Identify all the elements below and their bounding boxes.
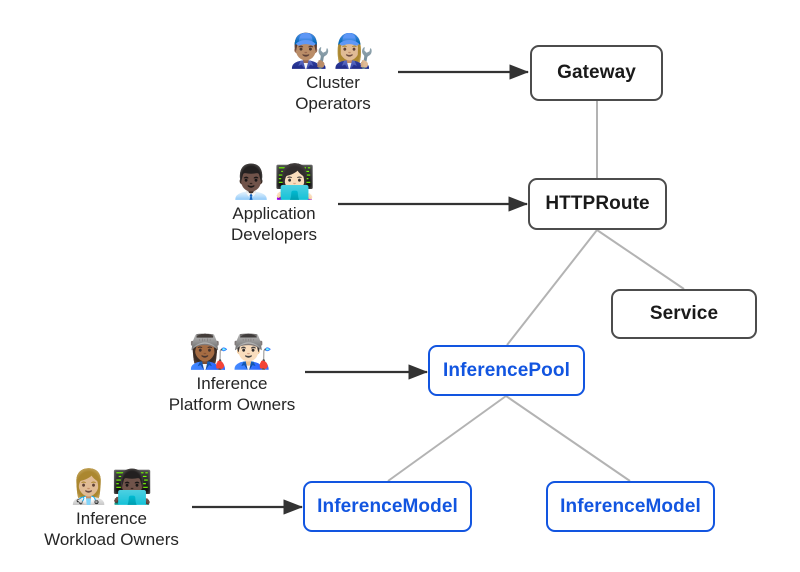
persona-label: Inference Platform Owners — [168, 374, 296, 414]
node-model2[interactable]: InferenceModel — [546, 481, 715, 532]
woman-construction-worker-icon-and-man-construction-worker-icon: 👩🏾‍🏭👨🏻‍🏭 — [188, 333, 276, 370]
node-label: InferencePool — [443, 359, 570, 381]
edge-pool-model2 — [505, 395, 631, 482]
persona-label: Application Developers — [231, 204, 317, 244]
node-label: Gateway — [557, 62, 636, 83]
node-httproute[interactable]: HTTPRoute — [528, 178, 667, 230]
persona-arrow-lines — [192, 64, 530, 515]
man-office-worker-icon-and-woman-technologist-icon: 👨🏿‍💼👩🏻‍💻 — [230, 163, 318, 200]
health-worker-icon-and-man-technologist-icon: 👩🏼‍⚕️👨🏿‍💻 — [68, 468, 155, 505]
node-label: HTTPRoute — [545, 193, 650, 214]
edge-httproute-pool — [506, 229, 598, 346]
node-model1[interactable]: InferenceModel — [303, 481, 472, 532]
persona-label: Inference Workload Owners — [44, 509, 179, 549]
node-pool[interactable]: InferencePool — [428, 345, 585, 396]
edge-httproute-service — [596, 229, 685, 290]
node-label: InferenceModel — [317, 495, 458, 517]
persona-label: Cluster Operators — [295, 73, 371, 113]
persona-application-developers: 👨🏿‍💼👩🏻‍💻 Application Developers — [212, 163, 336, 245]
edge-pool-model1 — [387, 395, 507, 482]
persona-cluster-operators: 👨🏽‍🔧👩🏼‍🔧 Cluster Operators — [277, 32, 389, 114]
node-label: Service — [649, 303, 719, 324]
node-service[interactable]: Service — [611, 289, 757, 339]
persona-inference-workload-owners: 👩🏼‍⚕️👨🏿‍💻 Inference Workload Owners — [34, 468, 189, 550]
node-gateway[interactable]: Gateway — [530, 45, 663, 101]
man-mechanic-icon-and-woman-mechanic-icon: 👨🏽‍🔧👩🏼‍🔧 — [289, 32, 377, 69]
node-label: InferenceModel — [560, 495, 701, 517]
persona-inference-platform-owners: 👩🏾‍🏭👨🏻‍🏭 Inference Platform Owners — [158, 333, 306, 415]
